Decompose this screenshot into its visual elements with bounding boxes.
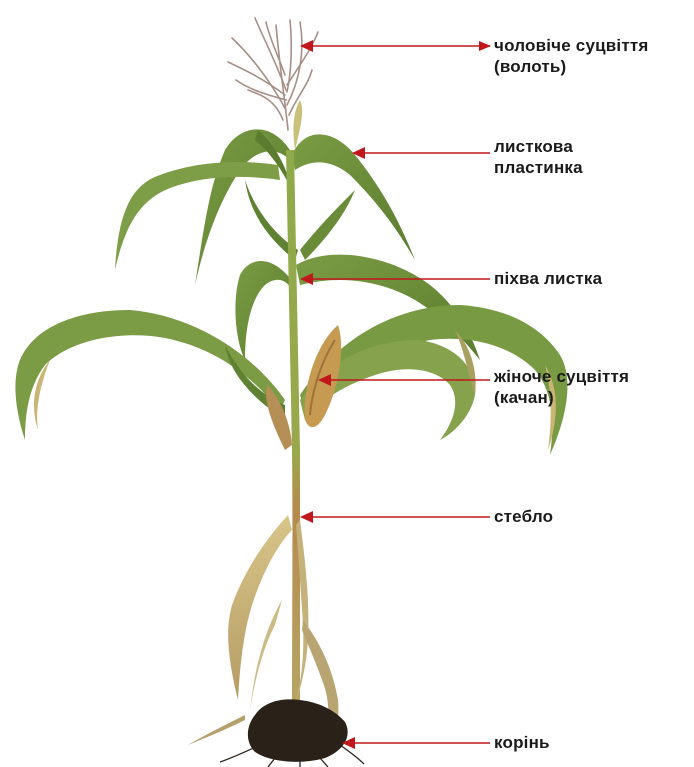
label-leaf-blade-line1: листкова	[494, 136, 583, 157]
label-root: корінь	[494, 732, 550, 753]
label-ear: жіноче суцвіття (качан)	[494, 366, 629, 408]
label-leaf-sheath-line1: піхва листка	[494, 268, 602, 289]
label-stem-line1: стебло	[494, 506, 553, 527]
label-leaf-blade-line2: пластинка	[494, 157, 583, 178]
ear	[266, 325, 341, 450]
label-tassel-line1: чоловіче суцвіття	[494, 35, 649, 56]
label-stem: стебло	[494, 506, 553, 527]
label-ear-line2: (качан)	[494, 387, 629, 408]
label-tassel: чоловіче суцвіття (волоть)	[494, 35, 649, 77]
tassel	[228, 18, 318, 130]
label-leaf-blade: листкова пластинка	[494, 136, 583, 178]
arrowhead-stem	[300, 511, 313, 523]
label-root-line1: корінь	[494, 732, 550, 753]
label-leaf-sheath: піхва листка	[494, 268, 602, 289]
label-ear-line1: жіноче суцвіття	[494, 366, 629, 387]
maize-plant	[15, 18, 567, 767]
label-tassel-line2: (волоть)	[494, 56, 649, 77]
roots	[220, 699, 364, 767]
upper-leaves	[115, 100, 415, 285]
